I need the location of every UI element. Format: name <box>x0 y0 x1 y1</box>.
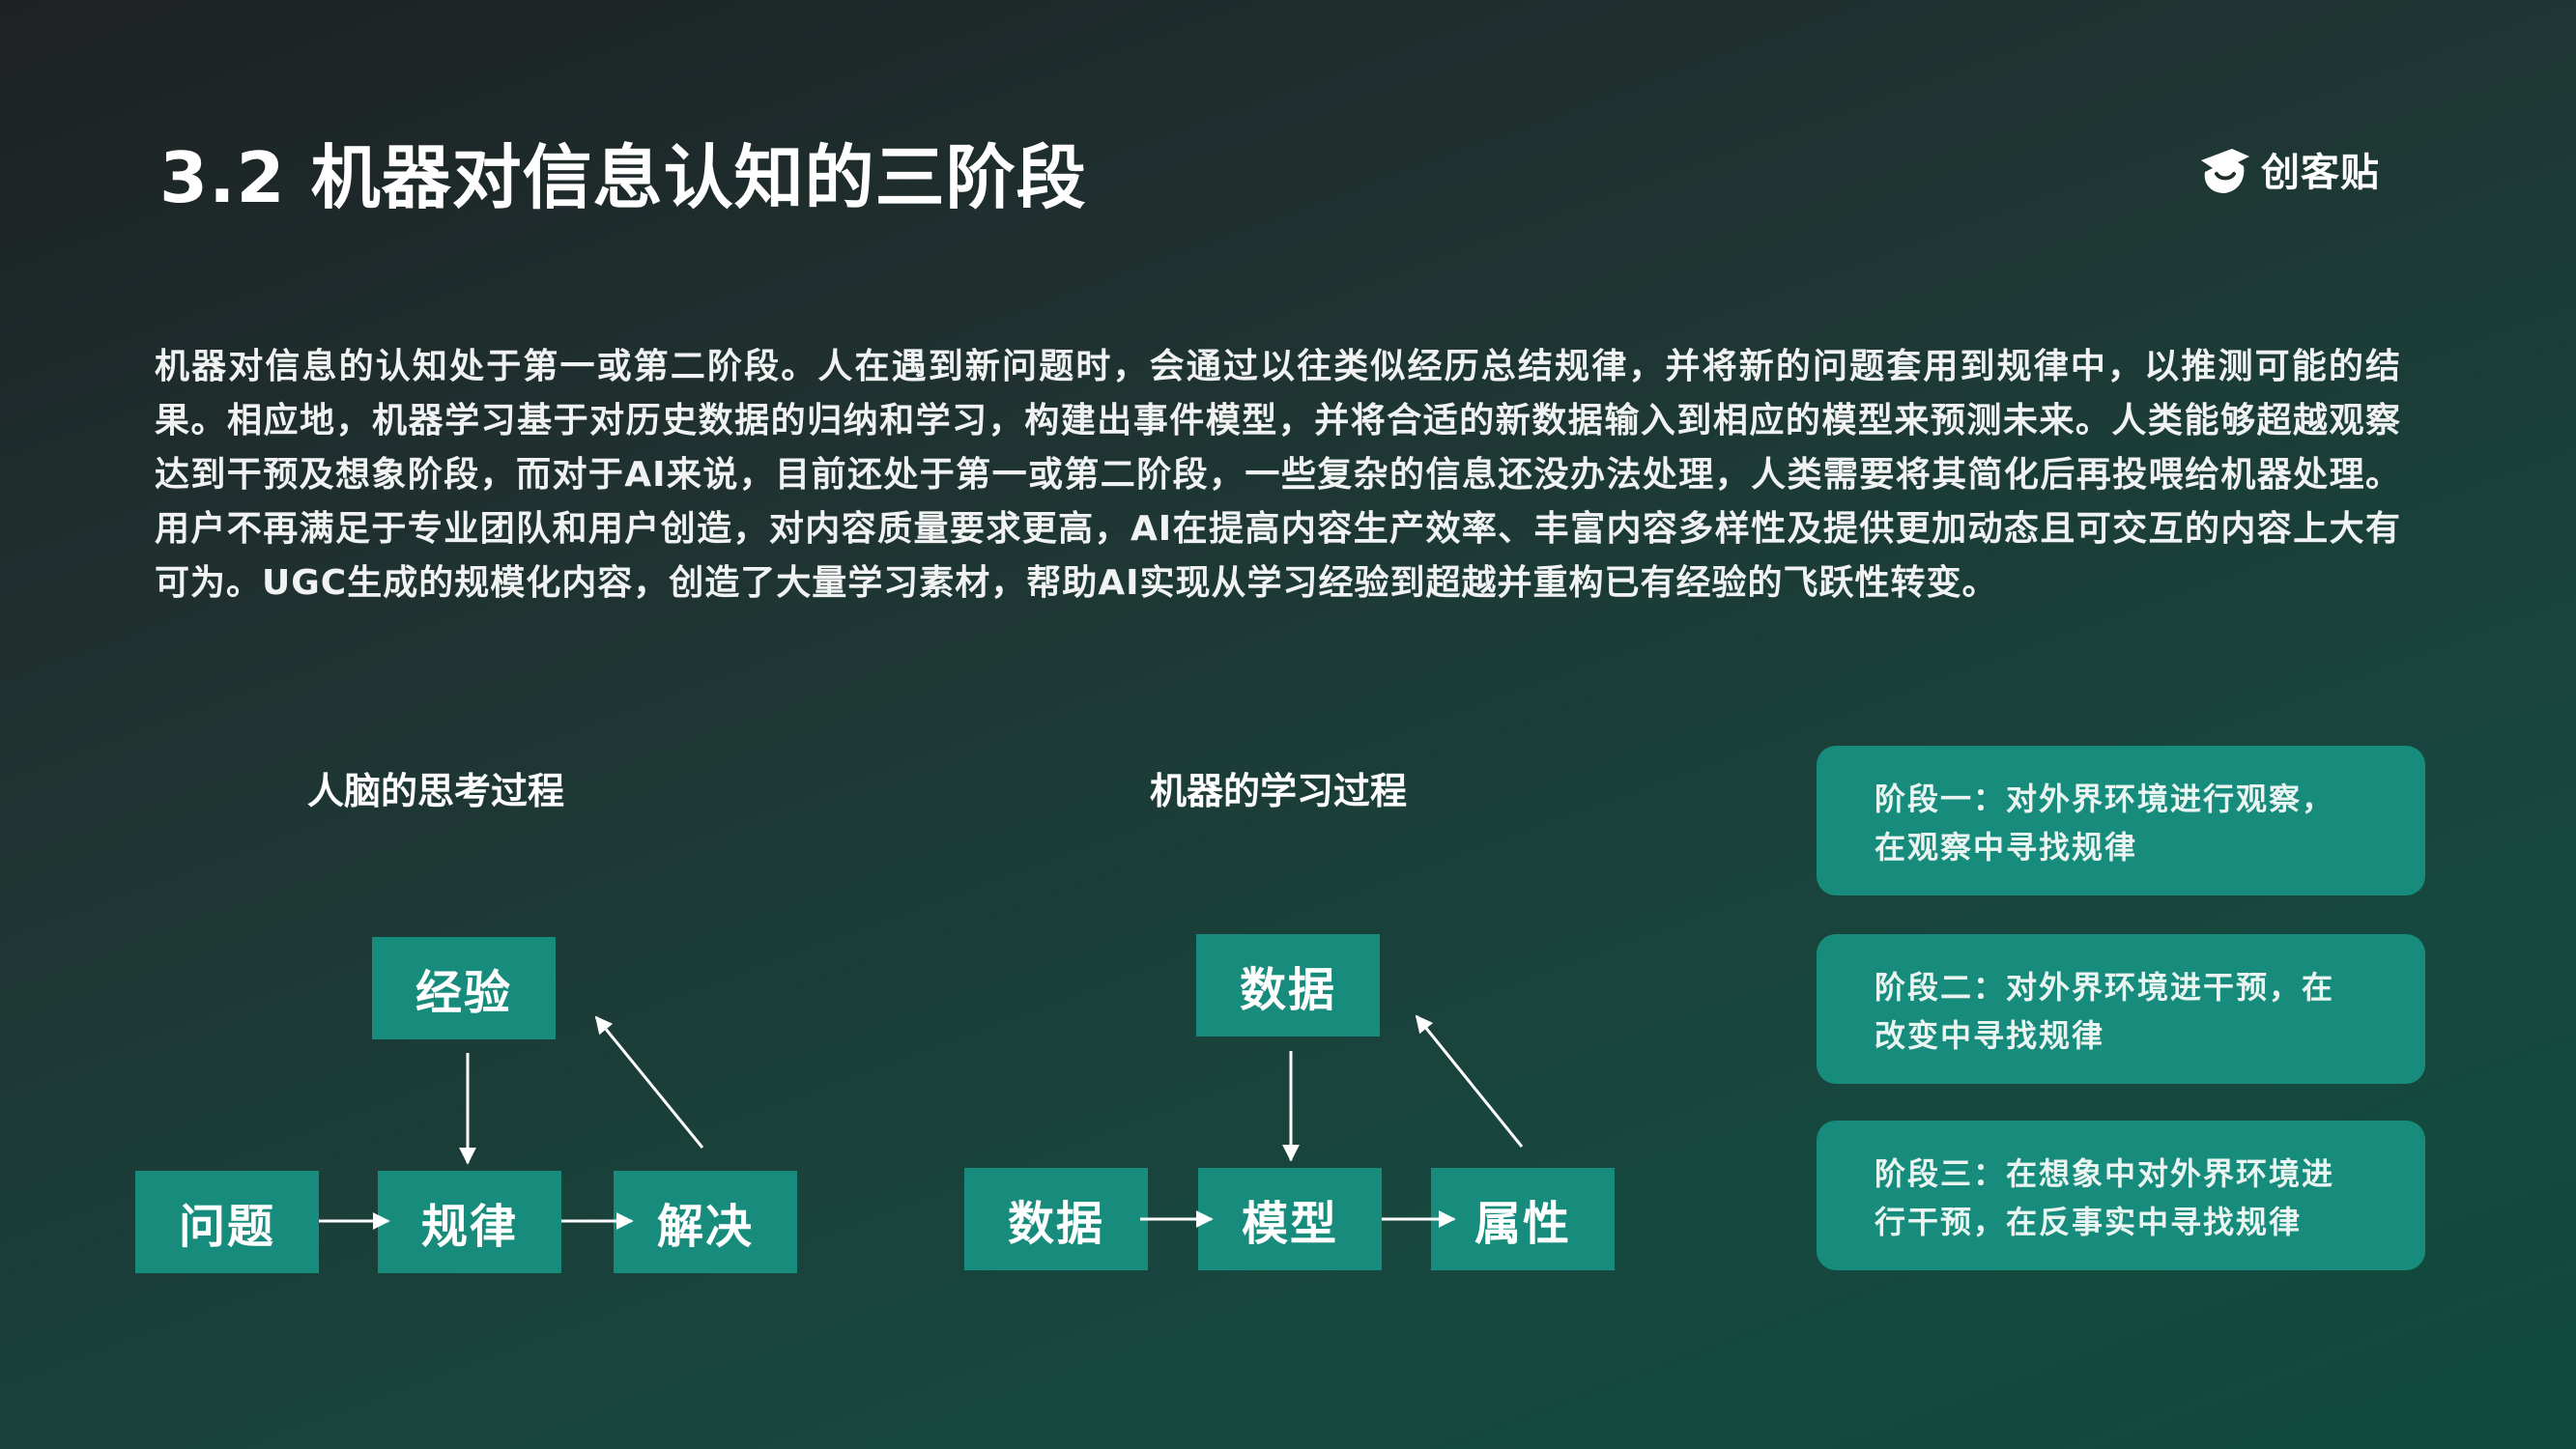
stage-2-line-1: 阶段二：对外界环境进干预，在 <box>1875 969 2335 1006</box>
node-experience: 经验 <box>372 937 556 1039</box>
arrow-attribute-to-data <box>1415 1014 1524 1148</box>
intro-paragraph: 机器对信息的认知处于第一或第二阶段。人在遇到新问题时，会通过以往类似经历总结规律… <box>155 347 2401 603</box>
stage-card-2: 阶段二：对外界环境进干预，在 改变中寻找规律 <box>1817 934 2425 1084</box>
stage-2-line-2: 改变中寻找规律 <box>1875 1017 2105 1054</box>
stage-card-3: 阶段三：在想象中对外界环境进 行干预，在反事实中寻找规律 <box>1817 1121 2425 1270</box>
arrow-solution-to-experience <box>594 1015 704 1149</box>
machine-process-title: 机器的学习过程 <box>1150 770 1408 812</box>
stage-1-line-1: 阶段一：对外界环境进行观察， <box>1875 781 2335 817</box>
stage-1-line-2: 在观察中寻找规律 <box>1875 829 2138 866</box>
page-title: 3.2 机器对信息认知的三阶段 <box>159 137 1087 218</box>
node-solution: 解决 <box>614 1171 797 1273</box>
logo-icon <box>2201 149 2249 193</box>
logo-text: 创客贴 <box>2261 151 2380 195</box>
stage-3-line-2: 行干预，在反事实中寻找规律 <box>1875 1204 2303 1240</box>
human-process-title: 人脑的思考过程 <box>307 770 565 812</box>
brand-logo: 创客贴 <box>2195 135 2380 203</box>
node-data-input: 数据 <box>964 1168 1148 1270</box>
node-rule: 规律 <box>378 1171 561 1273</box>
node-model: 模型 <box>1198 1168 1382 1270</box>
stage-card-1: 阶段一：对外界环境进行观察， 在观察中寻找规律 <box>1817 746 2425 895</box>
stage-3-line-1: 阶段三：在想象中对外界环境进 <box>1875 1155 2335 1192</box>
node-data-top: 数据 <box>1196 934 1380 1037</box>
node-problem: 问题 <box>135 1171 319 1273</box>
node-attribute: 属性 <box>1431 1168 1615 1270</box>
